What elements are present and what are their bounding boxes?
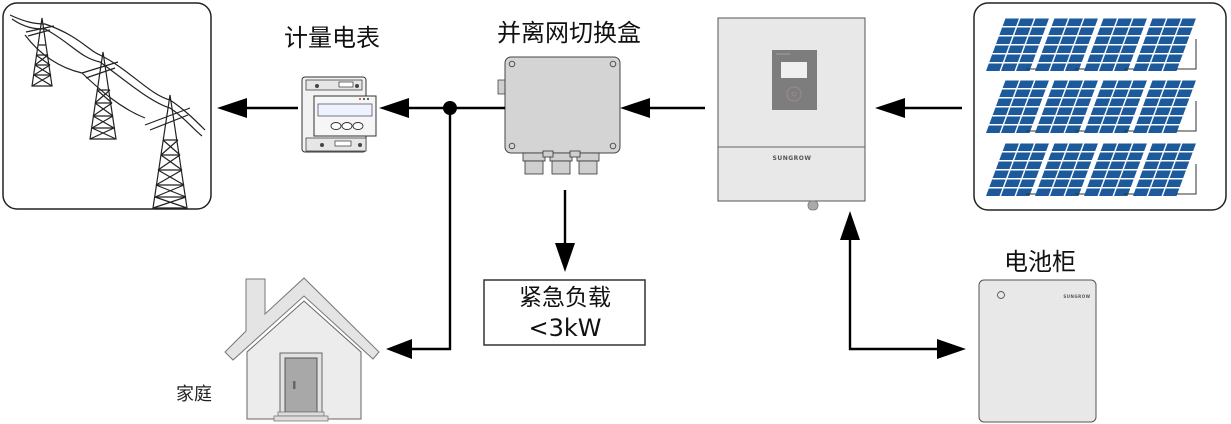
panel-connector-wire	[1176, 101, 1197, 132]
battery-brand: SUNGROW	[1063, 294, 1090, 299]
solar-panel	[1084, 143, 1147, 196]
arrow-to-inverter-icon	[875, 98, 905, 118]
junction-box-icon	[497, 56, 621, 175]
solar-panel	[1084, 80, 1147, 133]
inverter-brand: SUNGROW	[773, 155, 812, 162]
switch-box-label: 并离网切换盒	[497, 19, 641, 47]
solar-panel	[1133, 80, 1196, 133]
arrow-to-grid-icon	[217, 98, 247, 118]
backup-load-label: 紧急负载	[519, 285, 611, 311]
arrow-to-home-icon	[386, 339, 412, 359]
arrow-to-meter-icon	[379, 98, 409, 118]
pv-array-node	[973, 2, 1227, 211]
solar-panel	[1035, 80, 1098, 133]
backup-load-box	[483, 279, 646, 346]
solar-panel	[986, 18, 1049, 71]
power-tower-icon	[9, 14, 206, 209]
solar-panel	[1133, 18, 1196, 71]
home-label: 家庭	[176, 384, 212, 405]
grid-node	[2, 2, 212, 210]
solar-panel	[1084, 18, 1147, 71]
hybrid-inverter-icon	[717, 17, 866, 211]
solar-panel	[986, 143, 1049, 196]
arrow-to-battery-icon	[937, 339, 966, 359]
energy-meter-icon	[301, 76, 377, 153]
arrow-to-switchbox-icon	[620, 98, 650, 118]
backup-load-limit: <3kW	[528, 314, 601, 342]
solar-panel-icon	[986, 18, 1197, 196]
house-icon	[224, 277, 380, 422]
panel-connector-wire	[1176, 39, 1197, 70]
arrow-to-load-icon	[555, 243, 575, 272]
junction-to-home-wire	[410, 108, 452, 351]
meter-label: 计量电表	[284, 24, 380, 52]
solar-panel	[1035, 18, 1098, 71]
solar-panel	[1133, 143, 1196, 196]
inverter-battery-wire	[848, 240, 940, 351]
solar-panel	[1035, 143, 1098, 196]
panel-connector-wire	[1176, 164, 1197, 195]
battery-cabinet-icon	[978, 279, 1097, 423]
connections	[217, 98, 966, 359]
arrow-to-inverter-from-battery-icon	[840, 211, 860, 240]
battery-label: 电池柜	[1004, 248, 1076, 276]
